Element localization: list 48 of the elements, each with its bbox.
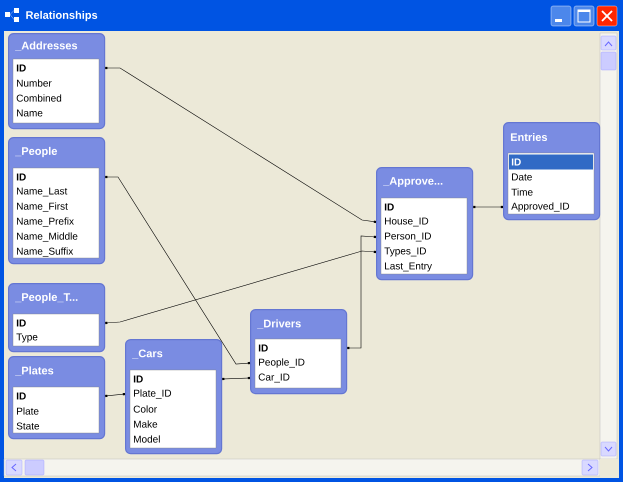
table-title: _Addresses <box>15 41 78 51</box>
field-name: State <box>16 422 40 430</box>
field-name: Types_ID <box>384 248 426 256</box>
field-name: Name_Last <box>17 188 68 196</box>
table-title: _Plates <box>15 366 54 376</box>
relationship-line <box>105 250 376 324</box>
relationship-line <box>347 236 376 350</box>
field-name: Name_Middle <box>17 232 78 242</box>
table-title: _People <box>15 146 57 158</box>
field-name: Combined <box>16 94 62 102</box>
relationship-line <box>105 392 126 398</box>
field-name: ID <box>16 64 26 72</box>
field-name: Plate_ID <box>134 389 172 399</box>
field-name: Car_ID <box>258 374 290 382</box>
field-name: Name_Suffix <box>17 247 74 257</box>
table-title: _Cars <box>132 350 162 359</box>
field-name: Model <box>134 435 160 443</box>
field-name: Person_ID <box>385 232 431 242</box>
table-title: Entries <box>510 132 548 142</box>
field-name: ID <box>134 376 143 382</box>
field-name: Last_Entry <box>385 262 432 272</box>
field-name: ID <box>258 344 268 352</box>
field-name: Number <box>17 79 52 87</box>
field-name: ID <box>384 204 394 210</box>
table-title: _Approve... <box>383 177 442 187</box>
field-name: ID <box>16 392 26 400</box>
relationship-line <box>105 176 250 364</box>
relationship-line <box>473 206 503 208</box>
field-name: Name_Prefix <box>17 217 74 227</box>
table-title: _People_T... <box>15 292 78 304</box>
field-name: Name <box>17 110 42 116</box>
relationship-line <box>222 376 250 380</box>
relationship-line <box>105 66 376 224</box>
field-name: Plate <box>17 407 39 415</box>
field-name: Make <box>134 420 158 428</box>
selected-field: ID <box>509 154 593 170</box>
field-name: House_ID <box>385 218 428 226</box>
field-name: Date <box>512 174 532 180</box>
table-title: _Drivers <box>257 319 301 329</box>
field-name: People_ID <box>259 358 304 368</box>
field-name: Name_First <box>17 202 68 212</box>
window-title: Relationships <box>26 10 98 22</box>
field-name: ID <box>16 174 26 180</box>
field-name: Color <box>134 405 157 413</box>
field-name: Time <box>511 188 533 196</box>
field-name: Approved_ID <box>511 202 570 212</box>
field-name: Type <box>16 334 38 342</box>
field-name: ID <box>16 320 26 326</box>
